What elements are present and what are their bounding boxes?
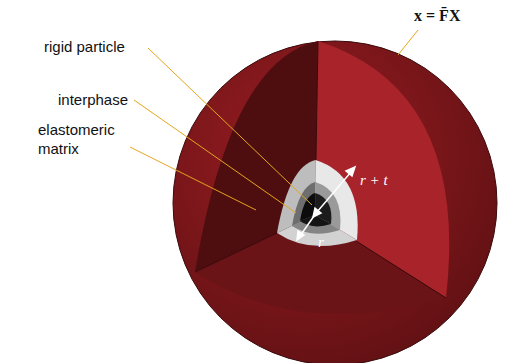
- part-label: interphase: [58, 91, 128, 110]
- radius-arrows: [297, 167, 355, 240]
- part-label: elastomeric matrix: [38, 121, 133, 159]
- formula-label: x = F̄X: [414, 6, 460, 26]
- cut-face-left: [195, 41, 318, 272]
- elastomeric-sphere: [173, 41, 497, 363]
- part-label: rigid particle: [44, 38, 125, 57]
- dimension-label: r + t: [360, 171, 388, 190]
- leader-lines: [130, 30, 418, 213]
- dimension-label: r: [318, 233, 324, 252]
- cut-face-bottom: [195, 215, 446, 314]
- interphase-band: [292, 182, 340, 234]
- interphase-shell: [277, 160, 358, 246]
